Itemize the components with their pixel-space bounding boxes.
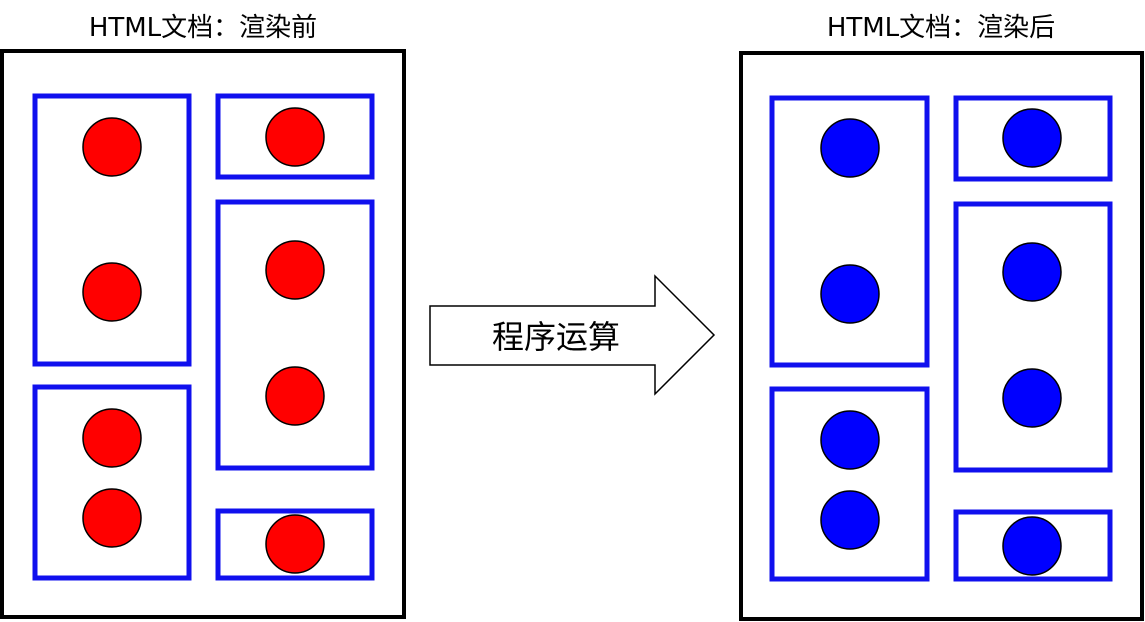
after-box-small-top	[953, 95, 1113, 182]
arrow-shape	[429, 274, 716, 396]
before-circle	[82, 117, 142, 177]
after-box-tall-left	[769, 95, 930, 368]
before-circle	[82, 488, 142, 548]
after-circle	[1002, 242, 1062, 302]
after-circle	[820, 264, 880, 324]
after-circle	[820, 118, 880, 178]
after-circle	[1002, 368, 1062, 428]
before-title: HTML文档：渲染前	[89, 13, 317, 43]
before-circle	[265, 240, 325, 300]
after-document: HTML文档：渲染后	[739, 13, 1144, 621]
after-box-tall-right	[953, 201, 1113, 473]
arrow-label: 程序运算	[492, 318, 620, 356]
after-circle	[820, 410, 880, 470]
after-title: HTML文档：渲染后	[827, 13, 1055, 43]
before-document: HTML文档：渲染前	[0, 13, 406, 619]
before-box-tall-right	[215, 199, 375, 471]
after-circle	[820, 490, 880, 550]
after-box-small-bottom	[953, 509, 1113, 582]
after-circle	[1002, 108, 1062, 168]
before-circle	[265, 514, 325, 574]
after-page-frame	[739, 51, 1144, 621]
after-circle	[1002, 516, 1062, 576]
before-circle	[265, 107, 325, 167]
before-circle	[82, 408, 142, 468]
before-box-bottom-left	[32, 384, 192, 581]
before-box-small-top	[215, 93, 375, 180]
process-arrow: 程序运算	[429, 274, 716, 396]
before-circle	[265, 366, 325, 426]
before-circle	[82, 262, 142, 322]
before-page-frame	[0, 49, 406, 619]
before-box-small-bottom	[215, 508, 375, 581]
before-box-tall-left	[32, 93, 192, 367]
after-box-bottom-left	[769, 386, 930, 582]
